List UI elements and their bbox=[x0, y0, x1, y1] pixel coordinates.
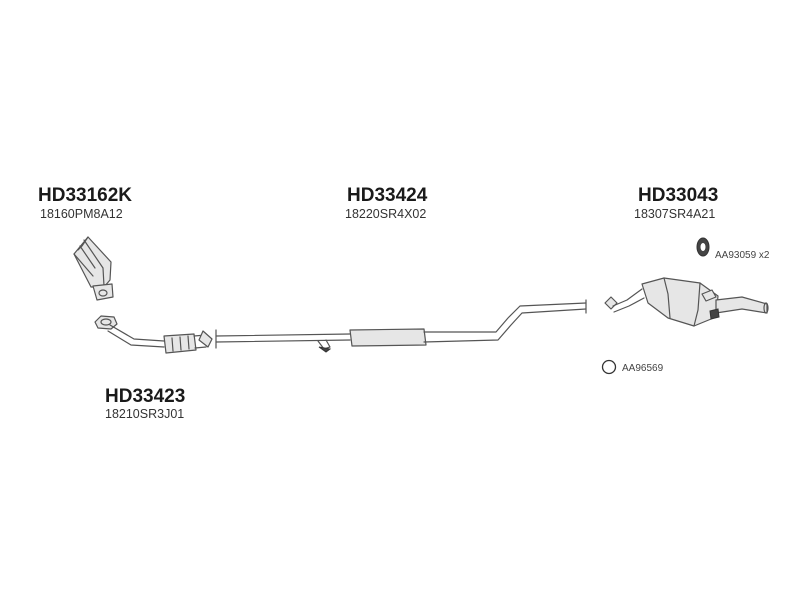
catalytic-converter[interactable]: HD33162K 18160PM8A12 bbox=[38, 185, 132, 301]
front-pipe-code: HD33423 bbox=[105, 386, 185, 407]
sealing-ring-label: AA96569 bbox=[622, 363, 664, 374]
middle-pipe-drawing bbox=[215, 299, 587, 353]
catalytic-converter-code: HD33162K bbox=[38, 185, 132, 206]
middle-pipe-code: HD33424 bbox=[347, 185, 428, 206]
rubber-mount-icon bbox=[696, 237, 710, 257]
sealing-ring-icon bbox=[601, 359, 617, 375]
catalytic-converter-oem: 18160PM8A12 bbox=[40, 207, 123, 221]
rear-silencer-drawing bbox=[604, 277, 769, 327]
catalytic-converter-drawing bbox=[73, 236, 114, 301]
middle-pipe-oem: 18220SR4X02 bbox=[345, 207, 426, 221]
middle-pipe[interactable]: HD33424 18220SR4X02 bbox=[215, 185, 587, 353]
rubber-mount[interactable]: AA93059 x2 bbox=[696, 237, 770, 261]
front-pipe-drawing bbox=[94, 315, 213, 354]
rear-silencer[interactable]: HD33043 18307SR4A21 bbox=[604, 185, 769, 327]
sealing-ring[interactable]: AA96569 bbox=[601, 359, 664, 375]
rubber-mount-label: AA93059 x2 bbox=[715, 250, 770, 261]
front-pipe[interactable]: HD33423 18210SR3J01 bbox=[94, 315, 213, 421]
rear-silencer-oem: 18307SR4A21 bbox=[634, 207, 715, 221]
rear-silencer-code: HD33043 bbox=[638, 185, 718, 206]
front-pipe-oem: 18210SR3J01 bbox=[105, 407, 184, 421]
